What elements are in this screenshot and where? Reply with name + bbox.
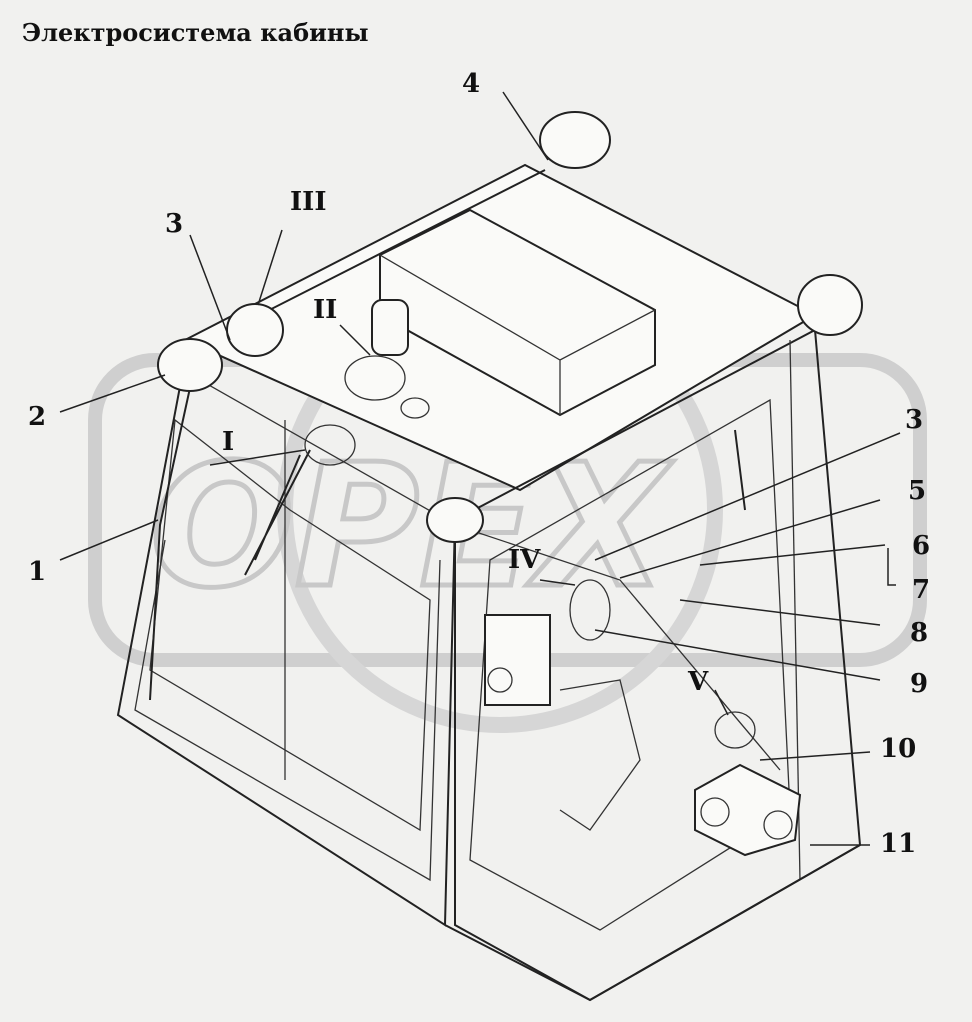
watermark-text: OPEX xyxy=(150,428,674,626)
bracket-6-7 xyxy=(887,548,896,586)
leader-2 xyxy=(59,374,166,413)
callout-10: 10 xyxy=(880,734,916,764)
callout-1: 1 xyxy=(28,557,46,587)
leader-8 xyxy=(679,599,881,626)
left-window-frame xyxy=(134,539,441,882)
front-right-pillar xyxy=(789,339,801,881)
beacon-socket xyxy=(400,397,430,419)
leader-9 xyxy=(594,629,881,681)
leader-10 xyxy=(759,751,871,761)
detail-IV-circle xyxy=(569,579,611,641)
detail-V-circle xyxy=(714,711,756,749)
detail-label-III: III xyxy=(290,187,327,217)
roof-lamp-right xyxy=(797,274,863,336)
callout-numbers: 1 2 3 4 3 5 6 7 8 9 10 11 xyxy=(28,69,930,859)
detail-II-circle xyxy=(344,355,406,401)
leader-III xyxy=(257,229,283,306)
roof-lamp-rear xyxy=(539,111,611,169)
left-headlamp xyxy=(157,338,223,392)
leader-lines xyxy=(59,91,901,846)
leader-3a xyxy=(189,234,231,341)
beacon xyxy=(371,299,409,356)
callout-3-left: 3 xyxy=(165,209,183,239)
leader-3b xyxy=(594,432,901,561)
page-title: Электросистема кабины xyxy=(22,18,369,47)
detail-I-circle xyxy=(304,424,356,466)
switch-panel xyxy=(484,614,551,706)
callout-5: 5 xyxy=(908,476,926,506)
harness-left xyxy=(149,364,196,701)
interior-lamp xyxy=(426,497,484,543)
detail-label-IV: IV xyxy=(508,545,541,575)
leader-V xyxy=(714,689,729,716)
leader-1 xyxy=(59,519,159,561)
callout-8: 8 xyxy=(910,618,928,648)
leader-I xyxy=(209,449,306,466)
callout-3-right: 3 xyxy=(905,405,923,435)
fuse-box-socket xyxy=(700,797,730,827)
front-window-frame xyxy=(469,398,791,931)
detail-III-circle xyxy=(226,303,284,357)
wiper-left xyxy=(244,449,311,576)
harness-top xyxy=(229,169,546,331)
leader-6 xyxy=(699,544,886,566)
wiper-right xyxy=(734,429,746,511)
callout-11: 11 xyxy=(880,829,916,859)
callout-9: 9 xyxy=(910,669,928,699)
door-cutout xyxy=(559,679,641,831)
leader-4 xyxy=(502,91,549,161)
callout-2: 2 xyxy=(28,402,46,432)
cab-body xyxy=(116,111,863,1002)
detail-label-II: II xyxy=(313,295,337,325)
detail-labels: I II III IV V xyxy=(222,187,709,697)
callout-7: 7 xyxy=(912,575,930,605)
cab-bottom-edge xyxy=(444,844,861,1002)
callout-6: 6 xyxy=(912,531,930,561)
roof-box-edges xyxy=(379,254,656,415)
leader-IV xyxy=(539,579,576,586)
leader-5 xyxy=(619,499,881,579)
callout-4: 4 xyxy=(462,69,480,99)
fuse-box-cap xyxy=(763,810,793,840)
detail-label-V: V xyxy=(687,667,709,697)
switch-panel-socket xyxy=(487,667,513,693)
cab-left-side xyxy=(116,359,456,927)
leader-II xyxy=(339,324,371,356)
detail-label-I: I xyxy=(222,427,234,457)
fuse-box xyxy=(694,763,802,857)
harness-interior xyxy=(199,379,781,771)
